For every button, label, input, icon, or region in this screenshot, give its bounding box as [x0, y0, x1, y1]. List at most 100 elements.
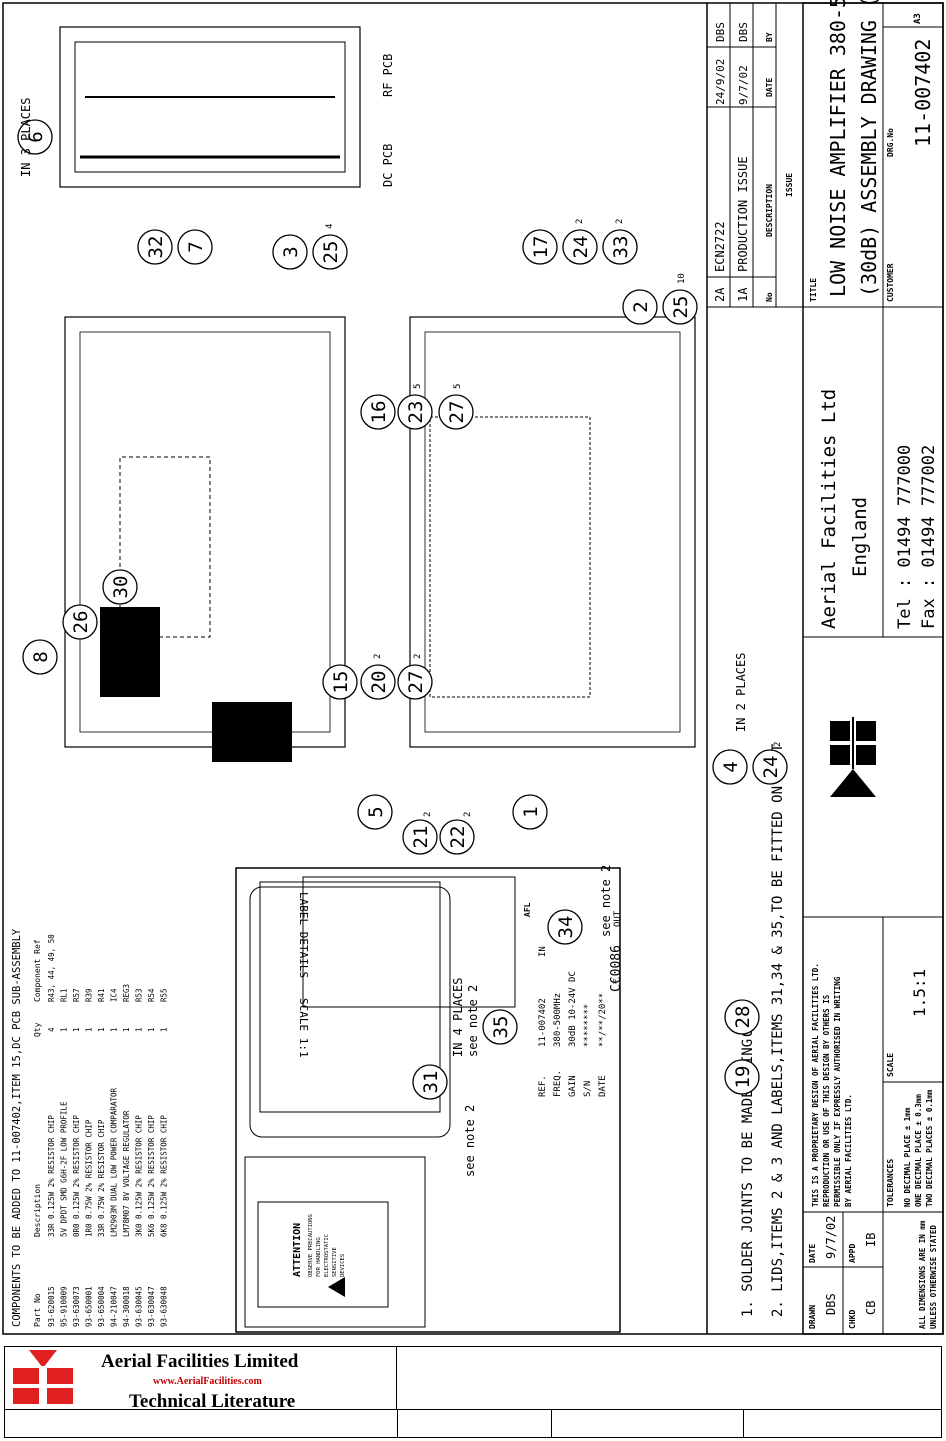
quantity-mark: 2: [773, 742, 783, 747]
balloon-number: 35: [490, 1016, 512, 1039]
issue-label: ISSUE: [785, 173, 794, 197]
label-in: IN: [538, 946, 548, 957]
issue-row-1-date: 24/9/02: [714, 59, 727, 105]
balloon-number: 16: [368, 401, 390, 424]
company-fax: Fax : 01494 777002: [919, 445, 939, 629]
label-freq-key: FREQ.: [553, 1070, 563, 1097]
component-cell: 1R0 0.75W 2% RESISTOR CHIP: [85, 1119, 94, 1237]
balloon-circle: [512, 794, 548, 830]
quantity-mark: 2: [463, 812, 473, 817]
component-cell: 93-630045: [135, 1286, 144, 1327]
balloon-circle: [360, 394, 396, 430]
component-cell: 95-910009: [60, 1286, 69, 1327]
component-cell: 0R0 0.125W 2% RESISTOR CHIP: [72, 1115, 81, 1237]
balloon-circle: [397, 664, 433, 700]
label-gain-key: GAIN: [568, 1075, 578, 1097]
issue-row-2-no: 1A: [736, 287, 750, 302]
appd-label: APPD: [848, 1244, 857, 1263]
component-cell: 3K0 0.125W 2% RESISTOR CHIP: [135, 1115, 144, 1237]
component-cell: R43, 44, 49, 50: [47, 934, 56, 1002]
quantity-mark: 10: [677, 273, 687, 284]
component-cell: 1: [160, 1027, 169, 1032]
component-cell: 93-630048: [160, 1286, 169, 1327]
callout-dc-pcb: DC PCB: [381, 144, 395, 187]
attention-line4: SENSITIVE: [332, 1247, 338, 1277]
dims-line-1: ALL DIMENSIONS ARE IN mm: [918, 1220, 927, 1329]
date-value: 9/7/02: [824, 1216, 838, 1259]
issue-row-2-by: DBS: [737, 22, 750, 42]
balloon-number: 19: [732, 1066, 754, 1089]
component-cell: R41: [97, 988, 106, 1002]
footer-subtitle: Technical Literature: [129, 1391, 296, 1412]
balloon-circle: [724, 1059, 760, 1095]
balloon-circle: [360, 664, 396, 700]
balloon-number: 5: [365, 806, 387, 817]
balloon-circle: [402, 819, 438, 855]
component-list-heading: COMPONENTS TO BE ADDED TO 11-007402,ITEM…: [11, 928, 23, 1327]
component-cell: 5V DPDT SMD G6H-2F LOW PROFILE: [60, 1101, 69, 1237]
scale-label: SCALE: [886, 1053, 895, 1077]
title-block: [706, 2, 944, 1335]
component-cell: 1: [147, 1027, 156, 1032]
component-cell: 93-650001: [85, 1286, 94, 1327]
component-cell: R55: [160, 988, 169, 1002]
balloon-circle: [177, 229, 213, 265]
balloon-circle: [712, 749, 748, 785]
balloon-circle: [322, 664, 358, 700]
quantity-mark: 2: [615, 219, 625, 224]
balloon-number: 8: [30, 651, 52, 662]
callout-see-note-2-c: see note 2: [599, 865, 613, 937]
company-country: England: [849, 497, 871, 577]
balloon-number: 25: [320, 241, 342, 264]
component-cell: 1: [110, 1027, 119, 1032]
balloon-number: 2: [630, 301, 652, 312]
attention-line1: OBSERVE PRECAUTIONS: [308, 1214, 314, 1277]
balloon-number: 17: [530, 236, 552, 259]
issue-header-description: DESCRIPTION: [765, 184, 774, 237]
footer-url[interactable]: www.AerialFacilities.com: [153, 1376, 262, 1387]
balloon-number: 26: [70, 611, 92, 634]
component-cell: IC4: [110, 988, 119, 1002]
drawing-number: 11-007402: [911, 39, 935, 147]
balloon-circle: [724, 999, 760, 1035]
balloon-number: 24: [760, 756, 782, 779]
balloon-number: 3: [280, 246, 302, 257]
tolerance-line-2: ONE DECIMAL PLACE ± 0.3mm: [914, 1094, 923, 1207]
component-cell: 1: [135, 1027, 144, 1032]
component-list: COMPONENTS TO BE ADDED TO 11-007402,ITEM…: [11, 928, 169, 1327]
dims-line-2: UNLESS OTHERWISE STATED: [929, 1225, 938, 1329]
balloon-number: 20: [368, 671, 390, 694]
literature-footer: Aerial Facilities Limited www.AerialFaci…: [4, 1346, 942, 1438]
drawing-title-line-1: LOW NOISE AMPLIFIER 380-500MHz: [826, 0, 850, 297]
drawing-title-line-2: (30dB) ASSEMBLY DRAWING (WITH RELAY): [857, 0, 881, 297]
proprietary-line-2: REPRODUCTION OR USE OF THIS DESIGN BY OT…: [822, 994, 831, 1207]
drg-no-label: DRG.No: [886, 128, 895, 157]
balloon-circle: [272, 234, 308, 270]
balloon-circle: [752, 749, 788, 785]
balloon-number: 34: [555, 916, 577, 939]
drawn-value: DBS: [824, 1293, 838, 1315]
label-details-caption: LABEL DETAILS - SCALE 1:1: [297, 892, 310, 1058]
note-2: 2. LIDS,ITEMS 2 & 3 AND LABELS,ITEMS 31,…: [770, 743, 786, 1317]
component-cell: 33R 0.125W 2% RESISTOR CHIP: [47, 1115, 56, 1237]
label-out: OUT: [613, 910, 623, 927]
footer-cell-divider-3: [743, 1409, 744, 1437]
balloon-number: 31: [420, 1071, 442, 1094]
footer-cell-divider-2: [551, 1409, 552, 1437]
issue-header-no: No: [765, 292, 774, 302]
balloon-number: 30: [110, 576, 132, 599]
quantity-mark: 2: [575, 219, 585, 224]
attention-line5: DEVICES: [340, 1254, 346, 1277]
balloon-circle: [22, 639, 58, 675]
balloon-number: 33: [610, 236, 632, 259]
balloon-circle: [62, 604, 98, 640]
component-cell: 4: [47, 1027, 56, 1032]
label-ce-mark: C€0086: [609, 945, 624, 992]
issue-header-date: DATE: [765, 78, 774, 97]
component-cell: 94-300018: [122, 1286, 131, 1327]
balloon-circle: [312, 234, 348, 270]
tolerances-label: TOLERANCES: [886, 1159, 895, 1207]
balloon-number: 6: [25, 131, 47, 142]
balloon-circle: [438, 394, 474, 430]
